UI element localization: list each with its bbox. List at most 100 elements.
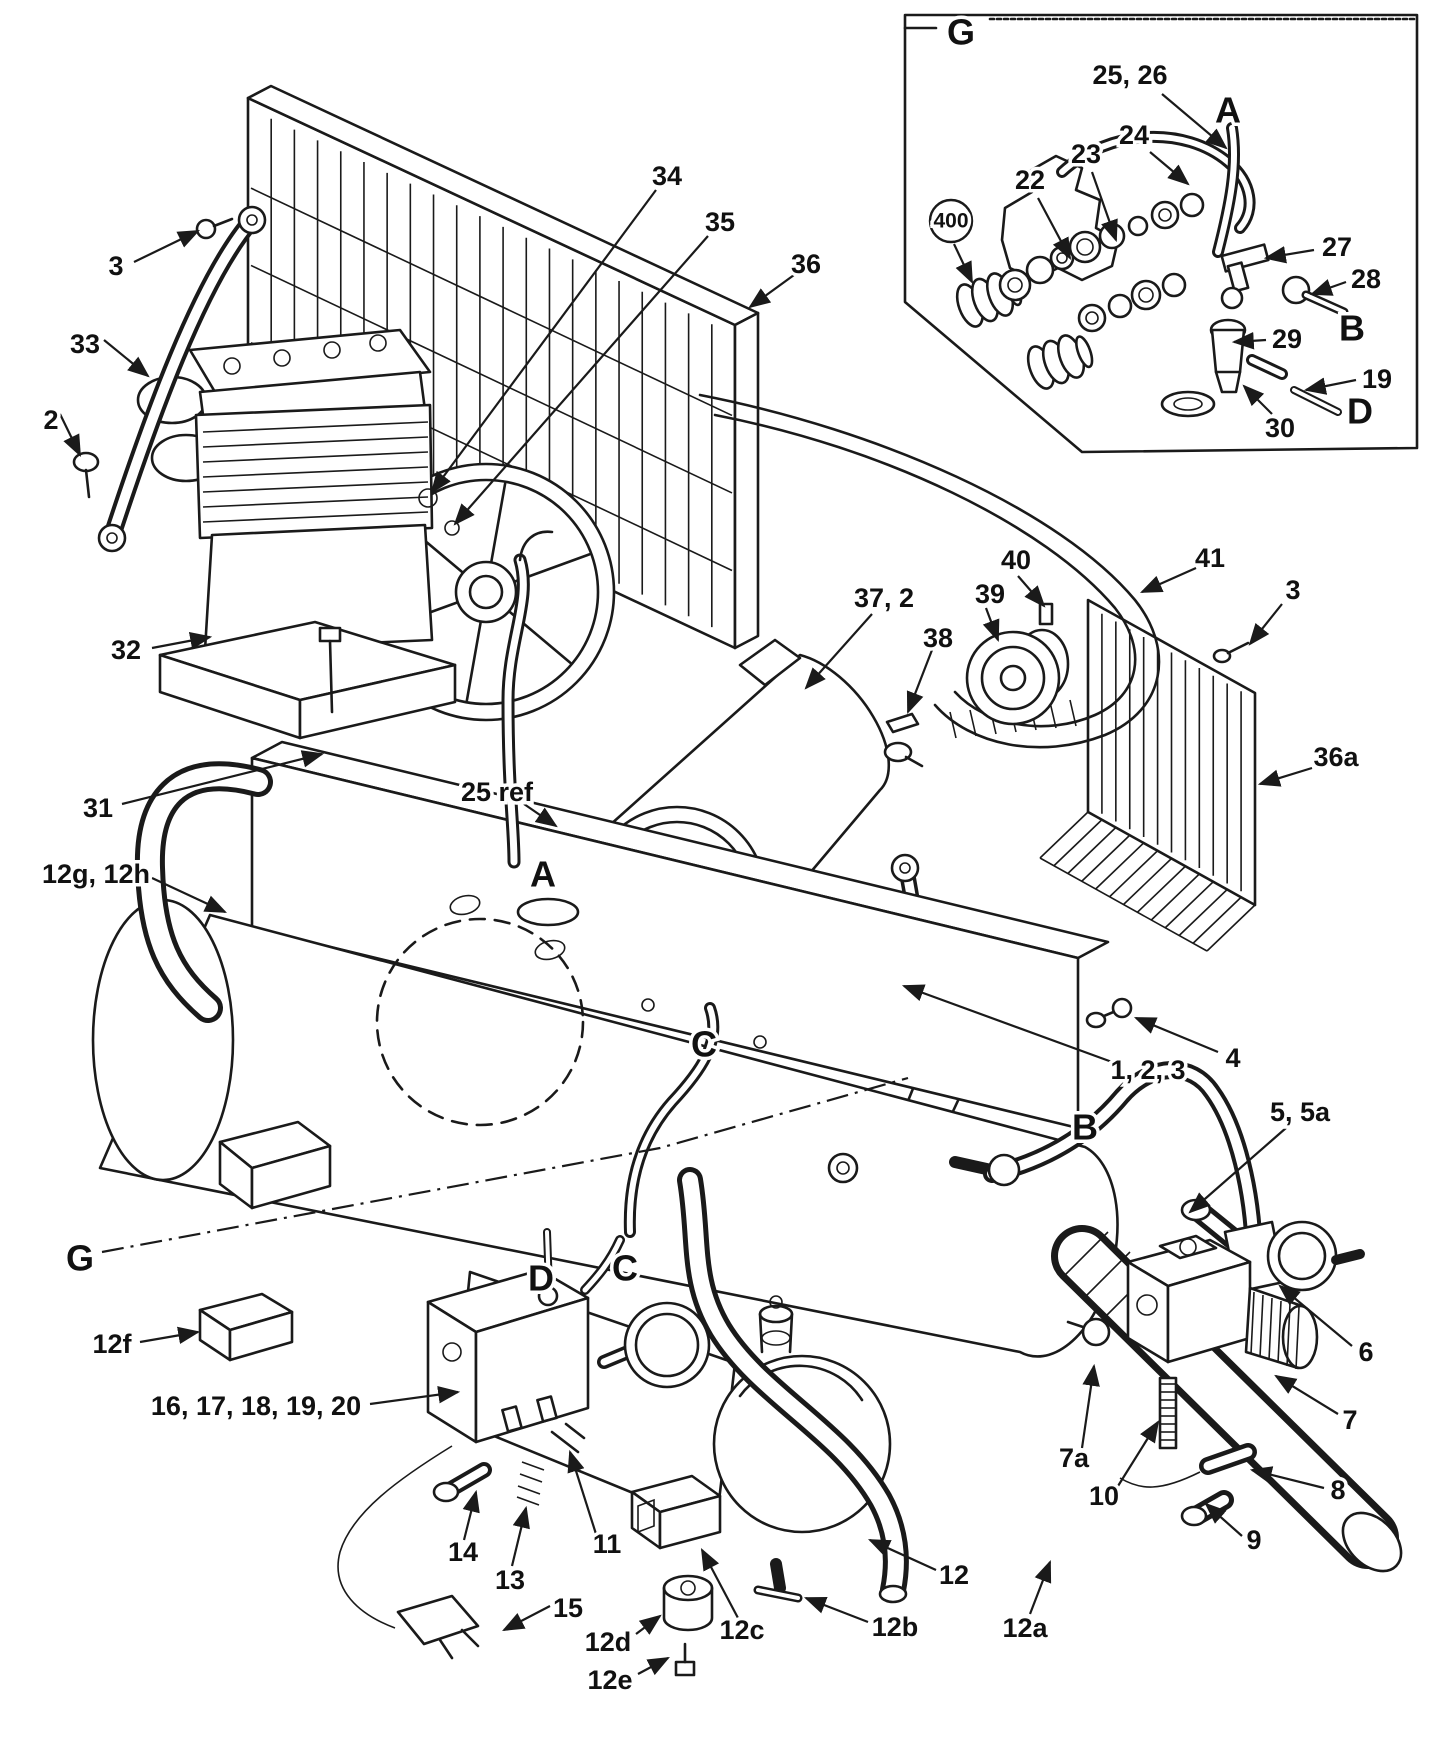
leader-line [804,613,873,690]
leader-line [1028,1559,1052,1615]
callout-d-inset: D [1347,391,1373,432]
rear-grille [1039,598,1257,952]
callout-23: 23 [1071,139,1101,169]
leader-line [139,1326,201,1345]
inset-detail-g [903,13,1419,454]
callout-11: 11 [593,1529,622,1559]
leader-line [1257,766,1313,787]
leader-line [1080,1363,1100,1449]
leader-line [906,649,934,715]
leader-line [430,189,657,494]
leader-line [1188,1127,1287,1214]
callout-7: 7 [1342,1405,1357,1435]
inset-washers-nuts [998,192,1205,333]
leader-line [369,1385,461,1406]
callout-d-main: D [528,1258,554,1299]
callout-12c: 12c [719,1615,764,1645]
leader-line [1133,1016,1219,1054]
callout-a-inset: A [1215,90,1241,131]
callout-24: 24 [1119,120,1149,150]
pressure-switch [337,1228,625,1660]
callout-34: 34 [652,161,682,191]
detail-circle-g [375,917,585,1127]
callout-25-ref: 25 ref [461,777,534,807]
leader-line [59,413,81,457]
leader-line [1037,197,1072,260]
front-brace-strap [72,205,267,553]
callout-c-main: C [691,1024,717,1065]
outlet-valve [1066,1234,1319,1527]
callout-g-main: G [66,1238,94,1279]
leader-line [635,1614,662,1635]
callout-35: 35 [705,207,735,237]
leader-line [1248,603,1283,646]
leader-line [1231,331,1267,350]
callout-27: 27 [1322,232,1352,262]
callout-16-20: 16, 17, 18, 19, 20 [151,1391,361,1421]
v-belt [698,393,1161,749]
leader-line [982,607,1000,643]
leader-line [1303,377,1357,395]
callout-28: 28 [1351,264,1381,294]
pressure-gauge [597,1295,794,1389]
callout-33: 33 [70,329,100,359]
leader-lines [59,93,1357,1676]
leader-line [1139,566,1197,594]
callout-38: 38 [923,623,953,653]
callout-36a: 36a [1313,742,1359,772]
leader-line [1274,1374,1339,1415]
leader-line [453,235,709,526]
leader-line [462,1489,480,1541]
callout-29: 29 [1272,324,1302,354]
callout-8: 8 [1330,1475,1345,1505]
leader-line [1242,384,1273,415]
leader-line [1204,1502,1243,1537]
callout-g-inset: G [947,12,975,53]
callout-19: 19 [1362,364,1392,394]
callout-5-5a: 5, 5a [1270,1097,1331,1127]
leader-line [637,1656,670,1676]
tube-a [501,530,554,869]
callout-6: 6 [1358,1337,1373,1367]
leader-line [1017,575,1046,608]
callout-a-main: A [530,854,556,895]
callout-30: 30 [1265,413,1295,443]
callout-39: 39 [975,579,1005,609]
callout-9: 9 [1246,1525,1261,1555]
leader-line [151,632,213,650]
feet-and-fittings [198,1120,803,1677]
leader-line [151,877,227,913]
leader-line [1263,246,1315,264]
leader-line [510,1505,530,1567]
callout-400: 400 [933,210,968,233]
leader-line [103,339,150,378]
callout-37-2: 37, 2 [854,583,914,613]
callout-31: 31 [83,793,113,823]
callout-12e: 12e [587,1665,632,1695]
motor-pulley [883,602,1070,768]
callout-40: 40 [1001,545,1031,575]
inset-grommets [955,272,1094,390]
air-tank [91,898,1119,1358]
tube-c [623,1002,720,1238]
leader-line [748,274,795,309]
callout-13: 13 [495,1565,525,1595]
callout-400-ring [928,198,974,244]
leader-line [567,1449,598,1535]
leader-line [1278,1284,1353,1347]
callout-b-inset: B [1339,308,1365,349]
callout-b-main: B [1072,1107,1098,1148]
leader-line [953,243,973,284]
callout-32: 32 [111,635,141,665]
callout-7a: 7a [1059,1443,1090,1473]
leader-line [1090,171,1118,243]
callout-12b: 12b [872,1612,919,1642]
leader-line [502,1605,551,1632]
callout-2: 2 [43,405,58,435]
leader-line [1309,279,1347,296]
leader-line [1149,151,1190,186]
leader-line-dashed [101,1076,909,1254]
